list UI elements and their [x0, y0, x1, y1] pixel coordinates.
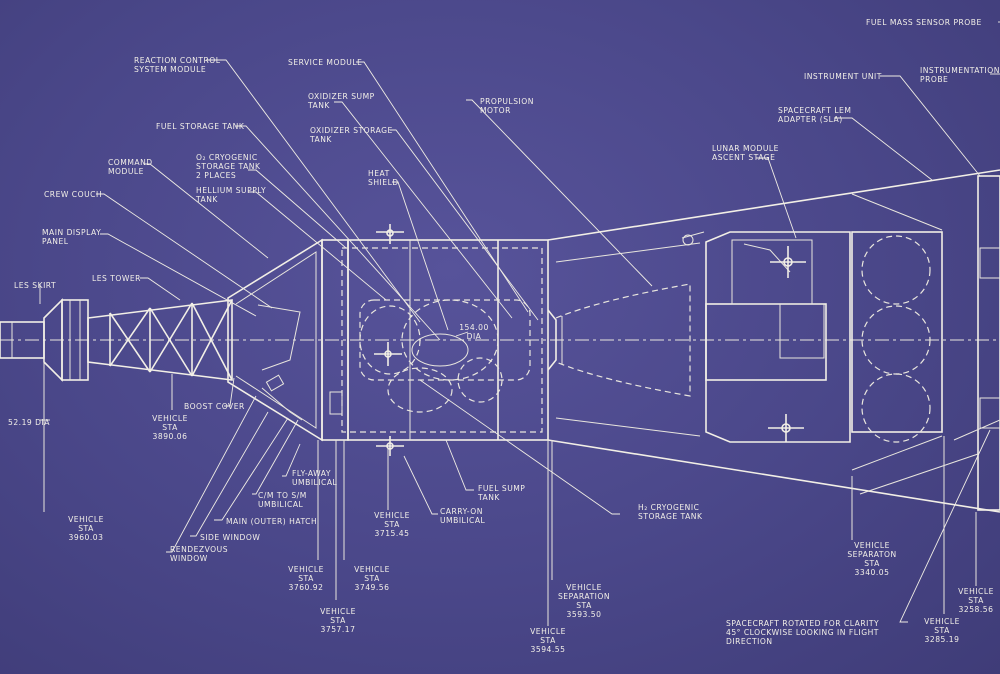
- label-fuel-storage-tank: FUEL STORAGE TANK: [156, 122, 245, 131]
- leader-lines: [39, 21, 1000, 623]
- label-crew-couch: CREW COUCH: [44, 190, 102, 199]
- label-side-window: SIDE WINDOW: [200, 533, 260, 542]
- label-main-outer-hatch: MAIN (OUTER) HATCH: [226, 517, 317, 526]
- labels: FUEL MASS SENSOR PROBE INSTRUMENT UNIT INS…: [8, 18, 1000, 654]
- sla-adapter-shape: [547, 169, 1000, 513]
- label-les-tower: LES TOWER: [92, 274, 141, 283]
- label-instrument-unit: INSTRUMENT UNIT: [804, 72, 882, 81]
- station-lines: [43, 360, 977, 626]
- label-boost-cover: BOOST COVER: [184, 402, 245, 411]
- les-tower-structure: [0, 298, 233, 382]
- service-module-shape: [341, 224, 691, 456]
- label-dia-52: 52.19 DIA: [8, 418, 50, 427]
- label-les-skirt: LES SKIRT: [14, 281, 56, 290]
- label-fuel-mass-sensor-probe: FUEL MASS SENSOR PROBE: [866, 18, 982, 27]
- label-service-module: SERVICE MODULE: [288, 58, 362, 67]
